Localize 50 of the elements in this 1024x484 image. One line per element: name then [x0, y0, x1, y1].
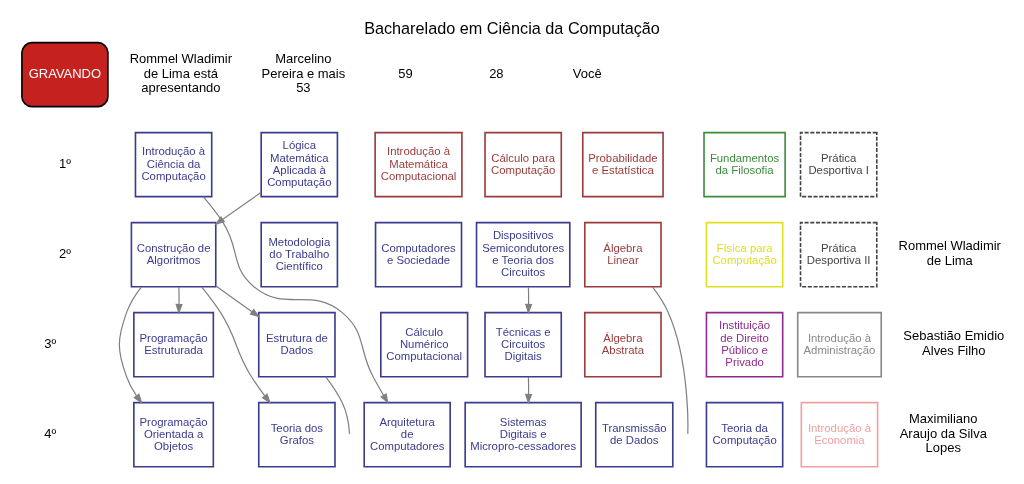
label: 4º — [44, 425, 57, 441]
node-box: Dispositivos Semicondutores e Teoria dos Circuitos — [475, 221, 571, 287]
node-box: Fundamentos da Filosofia — [703, 131, 786, 197]
connector — [651, 285, 689, 434]
arrow — [215, 284, 261, 318]
node-box: Introdução à Ciência da Computação — [134, 131, 213, 197]
label: Rommel Wladimir de Lima — [898, 237, 1001, 268]
label: 3º — [44, 335, 57, 351]
node-box: Construção de Algoritmos — [130, 221, 217, 287]
node-box: Técnicas e Circuitos Digitais — [484, 311, 563, 378]
arrow — [175, 285, 183, 314]
node-box: Teoria dos Grafos — [257, 401, 336, 468]
node-box: Metodologia do Trabalho Científico — [260, 221, 339, 287]
node-box: Prática Desportiva I — [799, 131, 878, 197]
label: Marcelino Pereira e mais 53 — [261, 50, 346, 95]
arrow — [202, 195, 389, 404]
arrow — [201, 285, 271, 404]
node-box: Introdução à Economia — [800, 401, 879, 468]
node-box: Probabilidade e Estatística — [581, 131, 664, 197]
label: Você — [572, 65, 602, 81]
node-box: Cálculo para Computação — [484, 131, 563, 197]
label: 28 — [489, 65, 504, 81]
node-box: Teoria da Computação — [705, 401, 784, 468]
label: Rommel Wladimir de Lima está apresentando — [129, 50, 233, 95]
diagram-title: Bacharelado em Ciência da Computação — [364, 18, 660, 37]
label: 59 — [398, 65, 413, 81]
node-box: Introdução à Matemática Computacional — [374, 131, 463, 197]
label: GRAVANDO — [28, 65, 102, 81]
connector — [325, 375, 351, 434]
node-box: Estrutura de Dados — [257, 311, 336, 378]
node-box: Introdução à Administração — [796, 311, 883, 378]
node-box: Transmissão de Dados — [594, 401, 674, 468]
node-box: Física para Computação — [705, 221, 784, 287]
node-box: Álgebra Abstrata — [584, 311, 662, 378]
label: 1º — [58, 155, 71, 171]
node-box: Programação Estruturada — [133, 311, 215, 378]
label: Maximiliano Araujo da Silva Lopes — [899, 410, 987, 455]
label: 2º — [58, 245, 71, 261]
node-box: Instituição de Direito Público e Privado — [705, 311, 784, 378]
node-box: Programação Orientada a Objetos — [133, 401, 215, 468]
node-box: Cálculo Numérico Computacional — [380, 311, 469, 378]
node-box: Sistemas Digitais e Micropro-cessadores — [464, 401, 582, 468]
node-box: Prática Desportiva II — [799, 221, 878, 287]
arrow — [118, 285, 143, 404]
node-box: Arquitetura de Computadores — [363, 401, 451, 468]
node-box: Lógica Matemática Aplicada à Computação — [260, 131, 339, 197]
arrow — [214, 191, 262, 225]
node-box: Álgebra Linear — [584, 221, 662, 287]
label: Sebastião Emidio Alves Filho — [903, 327, 1005, 358]
node-box: Computadores e Sociedade — [374, 221, 463, 287]
